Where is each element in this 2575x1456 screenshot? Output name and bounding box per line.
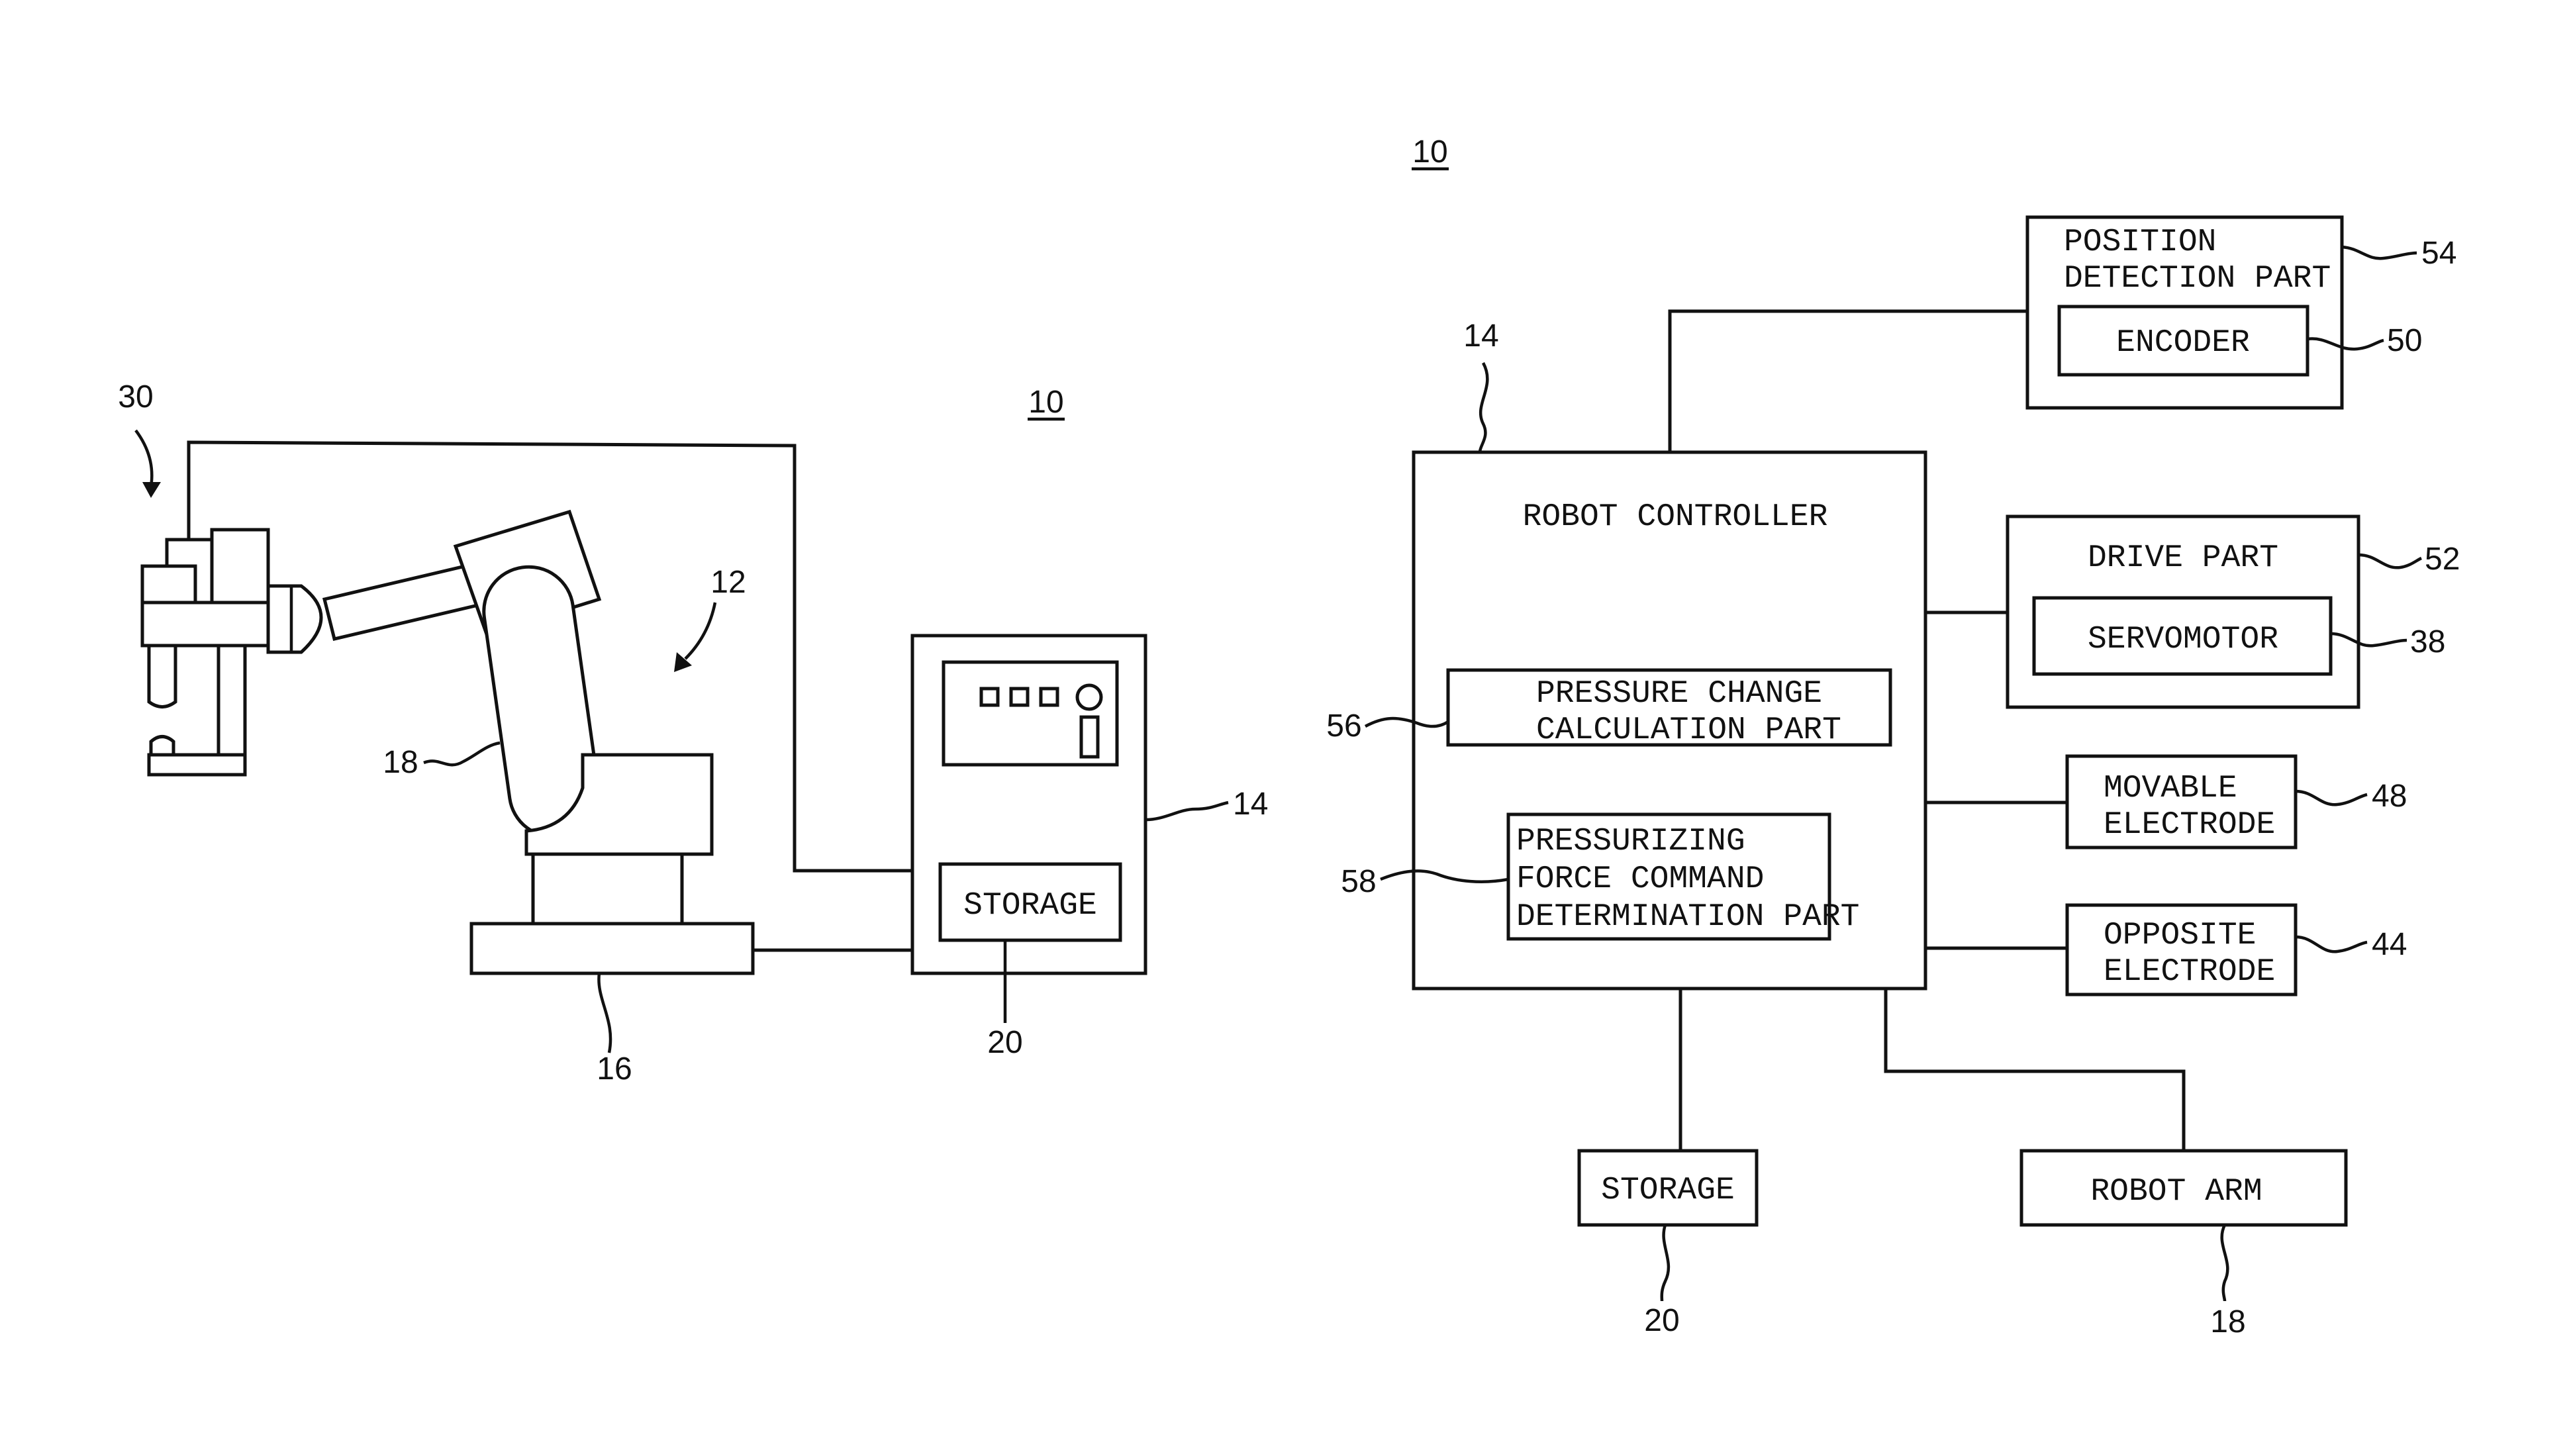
controller-ref: 14 [1233, 787, 1268, 822]
robot-controller-ref: 14 [1463, 318, 1498, 354]
pressure-change-calculation-part-label-line-1: PRESSURE CHANGE [1536, 676, 1822, 712]
robot-base-16 [471, 924, 753, 973]
welding-gun-30 [142, 530, 321, 775]
left-system-ref: 10 [1028, 385, 1063, 420]
gun-frame [142, 603, 271, 646]
pressurizing-force-command-determination-part-ref: 58 [1341, 864, 1376, 899]
movable-electrode-tip [149, 646, 175, 707]
robot-12 [324, 512, 753, 973]
encoder-ref: 50 [2387, 323, 2422, 358]
pressurizing-force-command-determination-part-label-line-1: PRESSURIZING [1516, 824, 1745, 859]
panel-button-3 [1041, 689, 1057, 705]
position-detection-part-ref: 54 [2421, 236, 2456, 271]
base-ref: 16 [597, 1051, 632, 1087]
panel-button-2 [1011, 689, 1028, 705]
storage-unit-label: STORAGE [963, 888, 1097, 924]
servomotor-label: SERVOMOTOR [2088, 622, 2278, 657]
waist [533, 854, 682, 924]
opposite-electrode-ref: 44 [2372, 927, 2407, 962]
panel-button-1 [981, 689, 998, 705]
drive-part-ref: 52 [2425, 542, 2460, 577]
storage-unit-ref: 20 [987, 1025, 1022, 1060]
gun-lower-jaw [149, 755, 245, 775]
panel-switch [1081, 717, 1098, 757]
movable-electrode-ref-leader [2296, 791, 2367, 804]
right-system-ref: 10 [1412, 134, 1447, 170]
robot-ref-leader [685, 603, 715, 659]
controller-to-position-detection-line [1670, 311, 2027, 452]
opposite-electrode-label-line-1: OPPOSITE [2104, 918, 2256, 953]
arm-ref-leader [424, 743, 500, 765]
movable-electrode-label-line-2: ELECTRODE [2104, 807, 2275, 843]
robot-arm-ref: 18 [2210, 1304, 2245, 1339]
panel-dial [1077, 685, 1101, 709]
opposite-electrode-label-line-2: ELECTRODE [2104, 954, 2275, 990]
base-ref-leader [599, 973, 610, 1053]
arm-ref: 18 [383, 745, 418, 780]
position-detection-part-ref-leader [2342, 247, 2417, 258]
controller-to-robot-arm-line [1886, 989, 2184, 1151]
storage-ref: 20 [1644, 1303, 1679, 1338]
position-detection-part-label-line-2: DETECTION PART [2064, 261, 2331, 297]
controller-ref-leader [1145, 802, 1228, 820]
robot-controller-ref-leader [1480, 363, 1487, 452]
pressure-change-calculation-part-label-line-2: CALCULATION PART [1536, 712, 1841, 748]
drive-part-ref-leader [2358, 555, 2421, 567]
pressurizing-force-command-determination-part-label-line-2: FORCE COMMAND [1516, 861, 1764, 897]
position-detection-part-label-line-1: POSITION [2064, 224, 2216, 260]
movable-electrode-ref: 48 [2372, 779, 2407, 814]
robot-controller-label: ROBOT CONTROLLER [1523, 499, 1828, 535]
gun-housing [212, 530, 268, 612]
pressure-change-calculation-part-ref: 56 [1326, 708, 1361, 744]
servomotor-ref: 38 [2410, 624, 2445, 659]
opposite-electrode-ref-leader [2296, 937, 2367, 951]
robot-ref: 12 [710, 565, 746, 600]
pressurizing-force-command-determination-part-label-line-3: DETERMINATION PART [1516, 899, 1859, 935]
welding-gun-ref-arrowhead [142, 482, 161, 498]
encoder-label: ENCODER [2116, 325, 2250, 361]
welding-gun-ref: 30 [118, 379, 153, 414]
drive-part-label: DRIVE PART [2088, 540, 2278, 576]
welding-gun-ref-leader [136, 430, 152, 487]
storage-ref-leader [1662, 1225, 1669, 1301]
gun-vertical-arm [219, 646, 245, 771]
wrist-joint [268, 586, 321, 652]
opposite-electrode-tip [151, 737, 173, 755]
right-figure: 10 ROBOT CONTROLLER 14 PRESSURE CHANGE C… [1326, 134, 2460, 1339]
left-figure: 10 30 12 [118, 379, 1268, 1087]
controller-cabinet-14: STORAGE [912, 636, 1145, 973]
robot-arm-ref-leader [2222, 1225, 2228, 1301]
movable-electrode-label-line-1: MOVABLE [2104, 771, 2237, 806]
storage-label: STORAGE [1601, 1173, 1735, 1208]
robot-arm-label: ROBOT ARM [2090, 1174, 2262, 1210]
